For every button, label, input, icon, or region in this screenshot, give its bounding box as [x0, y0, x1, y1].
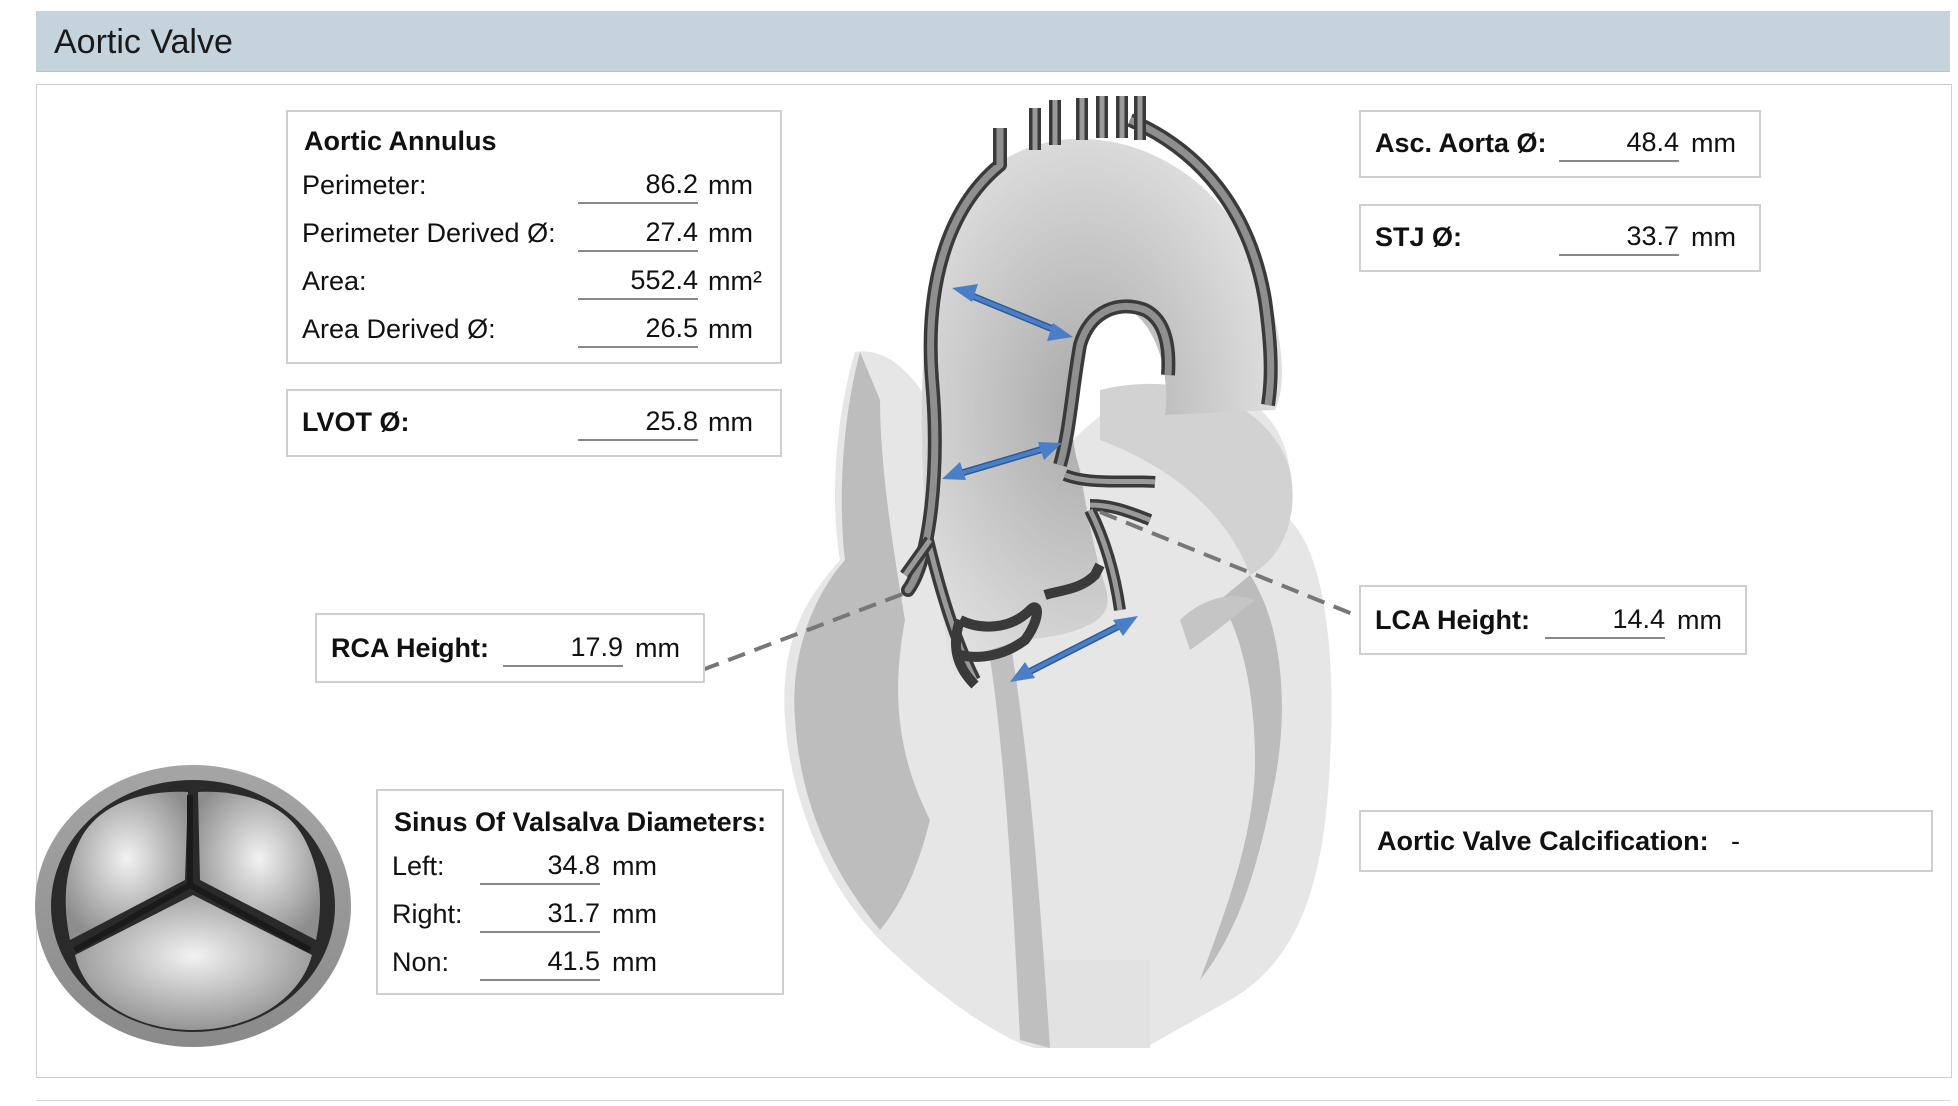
sinus-left-label: Left: [392, 851, 445, 881]
stj-value: 33.7 [1559, 220, 1679, 256]
asc-aorta-box: Asc. Aorta Ø: 48.4 mm [1359, 110, 1761, 178]
aortic-annulus-box: Aortic Annulus Perimeter: 86.2 mm Perime… [286, 110, 782, 364]
annulus-title: Aortic Annulus [304, 126, 497, 156]
sinus-right-value: 31.7 [480, 897, 600, 933]
stj-label: STJ Ø: [1375, 222, 1463, 252]
rca-height-box: RCA Height: 17.9 mm [315, 613, 705, 683]
area-derived-value: 26.5 [578, 312, 698, 348]
heart-icon [784, 351, 1332, 1048]
rca-value: 17.9 [503, 631, 623, 667]
perimeter-derived-value: 27.4 [578, 216, 698, 252]
section-header: Aortic Valve [36, 11, 1950, 72]
sinus-non-unit: mm [612, 947, 657, 977]
lca-height-box: LCA Height: 14.4 mm [1359, 585, 1747, 655]
lvot-label: LVOT Ø: [302, 407, 410, 437]
area-derived-label: Area Derived Ø: [302, 314, 496, 344]
sinus-right-label: Right: [392, 899, 463, 929]
aorta-icon [900, 96, 1282, 689]
measurement-arrows [942, 284, 1138, 682]
lca-leader-line [1099, 510, 1361, 619]
rca-label: RCA Height: [331, 633, 489, 663]
calcification-box: Aortic Valve Calcification: - [1359, 810, 1933, 872]
lca-value: 14.4 [1545, 603, 1665, 639]
lca-label: LCA Height: [1375, 605, 1530, 635]
asc-aorta-label: Asc. Aorta Ø: [1375, 128, 1547, 158]
asc-aorta-unit: mm [1691, 128, 1736, 158]
area-label: Area: [302, 266, 367, 296]
sinus-left-unit: mm [612, 851, 657, 881]
area-unit: mm² [708, 266, 762, 296]
calcification-value: - [1731, 826, 1740, 856]
area-derived-unit: mm [708, 314, 753, 344]
section-title: Aortic Valve [54, 23, 233, 61]
next-section-border [36, 1100, 1950, 1101]
sinus-non-label: Non: [392, 947, 450, 977]
calcification-label: Aortic Valve Calcification: [1377, 826, 1709, 856]
lca-unit: mm [1677, 605, 1722, 635]
lvot-box: LVOT Ø: 25.8 mm [286, 389, 782, 457]
rca-unit: mm [635, 633, 680, 663]
valve-leaflets-icon [35, 765, 351, 1047]
perimeter-label: Perimeter: [302, 170, 427, 200]
area-value: 552.4 [578, 264, 698, 300]
perimeter-derived-label: Perimeter Derived Ø: [302, 218, 556, 248]
perimeter-unit: mm [708, 170, 753, 200]
sinus-left-value: 34.8 [480, 849, 600, 885]
rca-leader-line [701, 590, 909, 672]
stj-box: STJ Ø: 33.7 mm [1359, 204, 1761, 272]
stj-unit: mm [1691, 222, 1736, 252]
perimeter-value: 86.2 [578, 168, 698, 204]
sinus-non-value: 41.5 [480, 945, 600, 981]
sinus-of-valsalva-box: Sinus Of Valsalva Diameters: Left: 34.8 … [376, 789, 784, 995]
lvot-unit: mm [708, 407, 753, 437]
lvot-value: 25.8 [578, 405, 698, 441]
sinus-title: Sinus Of Valsalva Diameters: [394, 807, 767, 837]
asc-aorta-value: 48.4 [1559, 126, 1679, 162]
sinus-right-unit: mm [612, 899, 657, 929]
perimeter-derived-unit: mm [708, 218, 753, 248]
